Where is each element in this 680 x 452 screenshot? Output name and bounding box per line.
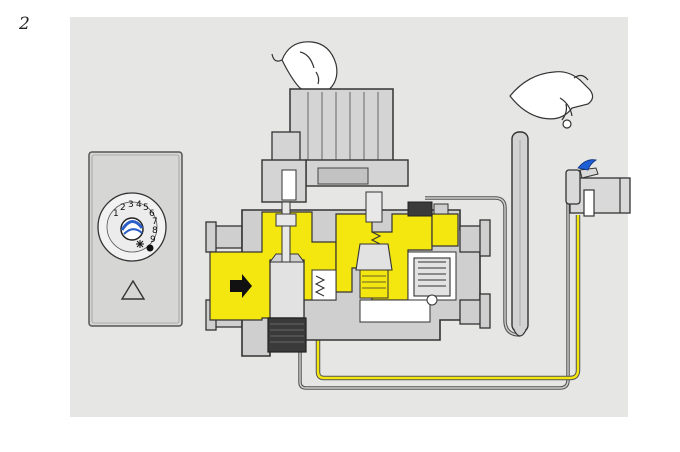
- pilot-burner: [565, 159, 631, 217]
- flame-icon: [577, 159, 598, 171]
- dial-scale-9: 9: [150, 235, 156, 245]
- dial-scale-1: 1: [113, 209, 119, 219]
- dial-scale-5: 5: [143, 203, 149, 213]
- dial-scale-2: 2: [120, 203, 126, 213]
- hand-icon: [271, 41, 338, 95]
- min-setting-dot: [146, 244, 154, 252]
- dial-scale-4: 4: [136, 200, 142, 210]
- magnet-unit: [267, 317, 307, 353]
- snowflake-icon: [136, 240, 144, 248]
- hand-icon: [509, 71, 594, 129]
- dial-scale-6: 6: [149, 209, 155, 219]
- dial-scale-3: 3: [128, 200, 134, 210]
- dial-scale-7: 7: [152, 217, 158, 227]
- warning-triangle-icon: [120, 279, 146, 300]
- thermostat-panel: 1 2 3 4 5 6 7 8 9: [88, 151, 183, 327]
- thermostat-bulb: [511, 131, 529, 337]
- valve-body: [205, 88, 491, 357]
- gas-outlet-chamber: [431, 213, 459, 247]
- flow-arrow-icon: [230, 274, 252, 298]
- thermostat-dial[interactable]: 1 2 3 4 5 6 7 8 9: [97, 192, 167, 262]
- dial-scale-8: 8: [152, 226, 158, 236]
- figure-number: 2: [19, 14, 30, 34]
